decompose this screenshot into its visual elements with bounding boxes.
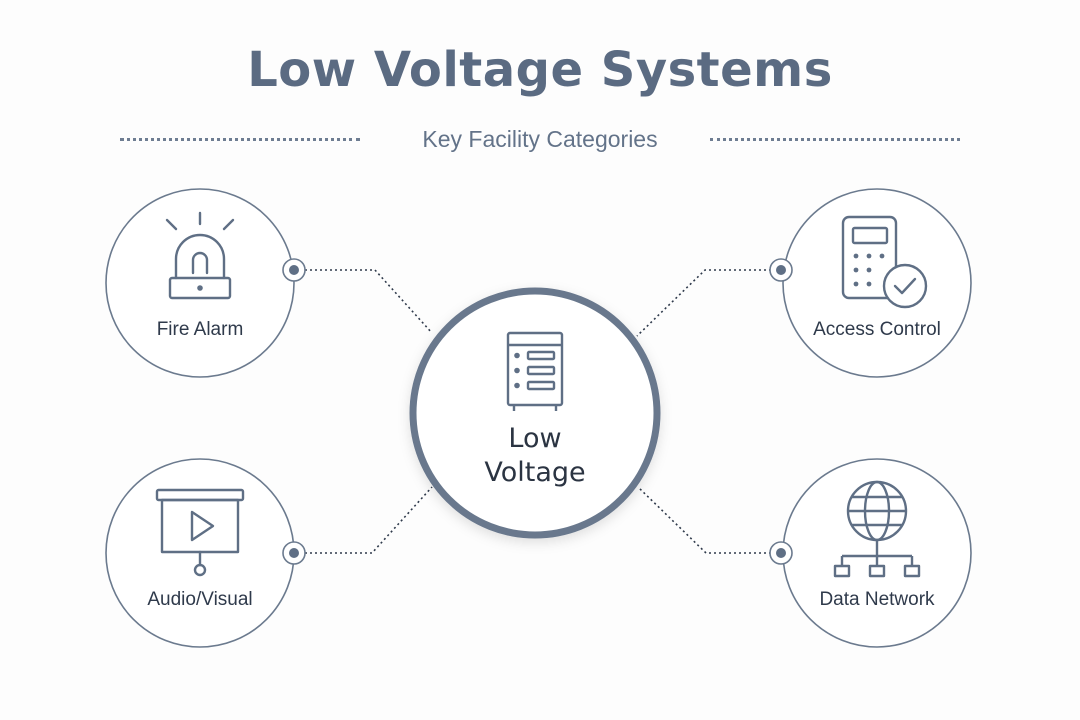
connector-data-network (637, 486, 781, 554)
connector-access-control (636, 269, 781, 337)
center-hub[interactable] (409, 287, 661, 539)
connector-fire-alarm (300, 269, 433, 334)
center-hub-label: Low Voltage (435, 422, 635, 490)
fire-alarm-label: Fire Alarm (156, 319, 244, 340)
page-title: Low Voltage Systems (247, 42, 833, 98)
right-dotted-divider (710, 138, 960, 141)
subtitle-row: Key Facility Categories (0, 118, 1080, 158)
siren-icon (165, 211, 235, 300)
globe-network-icon (833, 480, 921, 578)
data-network-label: Data Network (819, 589, 935, 610)
left-dotted-divider (120, 138, 360, 141)
connector-knobs (282, 258, 793, 565)
knob-data-network (769, 541, 793, 565)
access-control-label: Access Control (813, 319, 941, 340)
center-label-line2: Voltage (484, 457, 586, 488)
connector-audio-visual (300, 486, 433, 554)
fire-alarm-node[interactable] (105, 188, 295, 378)
center-label-line1: Low (508, 423, 562, 454)
access-control-node[interactable] (782, 188, 972, 378)
knob-audio-visual (282, 541, 306, 565)
projector-screen-play-icon (155, 488, 245, 577)
audio-visual-label: Audio/Visual (147, 589, 253, 610)
keypad-check-icon (841, 215, 928, 309)
connector-lines (300, 269, 781, 554)
knob-access-control (769, 258, 793, 282)
server-rack-icon (506, 331, 564, 411)
knob-fire-alarm (282, 258, 306, 282)
page-subtitle: Key Facility Categories (422, 126, 658, 152)
